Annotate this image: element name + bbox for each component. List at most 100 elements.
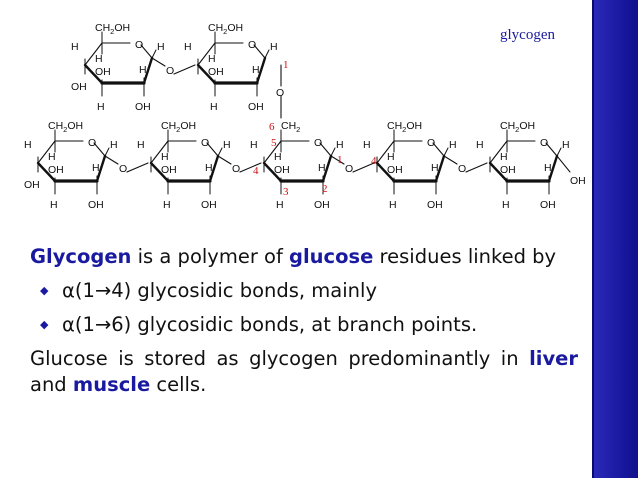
hydrogen: H	[318, 162, 326, 174]
bond-line	[556, 147, 562, 157]
bond-line	[443, 147, 449, 157]
hydrogen: H	[270, 41, 278, 53]
ch2-branch-group-ch: CH	[281, 120, 296, 132]
text-run: and	[30, 373, 73, 396]
glycogen-structure-diagram: glycogen OHOHHHOHHCH2OHHOHOOHOHHHOHHCH2O…	[24, 22, 586, 211]
bullet-text: α(1→4) glycosidic bonds, mainly	[62, 278, 377, 304]
ch2oh-group-oh: OH	[519, 120, 535, 132]
alpha-symbol: α	[62, 313, 75, 336]
ch2oh-group-ch: CH	[95, 22, 110, 34]
ring-bond-bold	[95, 154, 107, 183]
hydrogen: H	[476, 139, 484, 151]
glycosidic-bond	[443, 155, 458, 165]
ch2oh-group-subscript: 2	[515, 125, 519, 134]
carbon-number-4-right: 4	[371, 155, 377, 167]
ring-bond	[150, 140, 169, 164]
ring-bond-bold	[547, 154, 559, 183]
ring-oxygen: O	[135, 39, 143, 51]
text-run: Glucose is stored as glycogen predominan…	[30, 347, 530, 370]
hydrogen: H	[24, 139, 32, 151]
ring-oxygen: O	[427, 137, 435, 149]
storage-paragraph: Glucose is stored as glycogen predominan…	[30, 346, 578, 398]
hydrogen: H	[208, 53, 216, 65]
hydrogen: H	[274, 151, 282, 163]
hydroxyl: OH	[314, 199, 330, 211]
ring-bond	[197, 42, 216, 66]
hydroxyl: OH	[88, 199, 104, 211]
ch2oh-group-subscript: 2	[63, 125, 67, 134]
ring-bond-bold	[208, 154, 220, 183]
atom-labels: OHOHHHOHHCH2OHHOHOOHOHHHOHHCH2OHHOOHOHHH…	[24, 22, 586, 211]
ring-bond	[545, 142, 558, 157]
ch2oh-group: CH2OH	[48, 120, 83, 134]
hydroxyl: OH	[274, 164, 290, 176]
glycosidic-oxygen: O	[119, 163, 127, 175]
carbon-number-4-left: 4	[253, 165, 259, 177]
ch2oh-group: CH2OH	[500, 120, 535, 134]
ring-oxygen: O	[248, 39, 256, 51]
ch2oh-group: CH2OH	[161, 120, 196, 134]
text-run: cells.	[150, 373, 207, 396]
ring-bond	[263, 140, 282, 164]
carbon-number-2: 2	[322, 183, 328, 195]
hydrogen: H	[210, 101, 218, 113]
ch2oh-group-oh: OH	[406, 120, 422, 132]
glycosidic-oxygen: O	[232, 163, 240, 175]
hydroxyl: OH	[201, 199, 217, 211]
ch2oh-group-ch: CH	[208, 22, 223, 34]
ring-bond	[37, 140, 56, 164]
slide-text: Glycogen is a polymer of glucose residue…	[30, 244, 578, 398]
ring-oxygen: O	[540, 137, 548, 149]
ch2-branch-group: CH2	[281, 120, 300, 134]
hydroxyl: OH	[135, 101, 151, 113]
ring-bond	[84, 42, 103, 66]
ring-bond	[253, 44, 266, 59]
bullet-item: ◆α(1→4) glycosidic bonds, mainly	[40, 278, 578, 304]
hydrogen: H	[205, 162, 213, 174]
ring-bond-bold	[375, 161, 396, 183]
bond-line	[104, 147, 110, 157]
glycosidic-oxygen: O	[345, 163, 353, 175]
bond-line	[556, 155, 571, 173]
hydrogen: H	[157, 41, 165, 53]
ring-bond-bold	[36, 161, 57, 183]
hydroxyl: OH	[540, 199, 556, 211]
ch2oh-group-subscript: 2	[110, 27, 114, 36]
hydroxyl: OH	[387, 164, 403, 176]
ring-oxygen: O	[88, 137, 96, 149]
text-run: residues linked by	[373, 245, 557, 268]
bond-line	[330, 147, 336, 157]
hydrogen: H	[276, 199, 284, 211]
ring-bond-bold	[255, 56, 267, 85]
highlighted-term: glucose	[289, 245, 374, 268]
ch2oh-group: CH2OH	[95, 22, 130, 36]
ring-bond	[319, 142, 332, 157]
bullet-item: ◆α(1→6) glycosidic bonds, at branch poin…	[40, 312, 578, 338]
hydrogen: H	[562, 139, 570, 151]
hydroxyl: OH	[95, 66, 111, 78]
carbon-number-3: 3	[283, 186, 289, 198]
hydroxyl: OH	[48, 164, 64, 176]
hydroxyl: OH	[208, 66, 224, 78]
ch2oh-group-oh: OH	[227, 22, 243, 34]
ring-oxygen: O	[314, 137, 322, 149]
hydrogen: H	[50, 199, 58, 211]
text-run: is a polymer of	[131, 245, 290, 268]
ch2oh-group-oh: OH	[67, 120, 83, 132]
glycosidic-bond	[239, 162, 262, 173]
hydrogen: H	[431, 162, 439, 174]
hydrogen: H	[336, 139, 344, 151]
ch2oh-group-subscript: 2	[402, 125, 406, 134]
ch2oh-group: CH2OH	[208, 22, 243, 36]
ring-bond-bold	[262, 161, 283, 183]
ring-bond	[206, 142, 219, 157]
ch2oh-group-ch: CH	[48, 120, 63, 132]
bond-description: (1→4) glycosidic bonds, mainly	[74, 279, 377, 302]
ring-bond-bold	[142, 56, 154, 85]
glycosidic-oxygen: O	[458, 163, 466, 175]
glycosidic-bond	[104, 155, 119, 165]
hydrogen: H	[387, 151, 395, 163]
carbon-number-5: 5	[271, 137, 277, 149]
hydroxyl: OH	[24, 179, 40, 191]
hydrogen: H	[71, 41, 79, 53]
